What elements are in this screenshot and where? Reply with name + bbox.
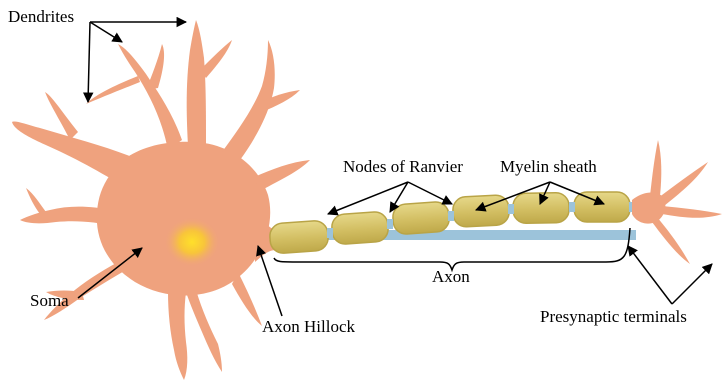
terminal-branch [652,216,690,264]
dendrite-5 [252,160,310,190]
myelin-segment [452,195,509,228]
hillock-arrow [258,246,282,316]
soma-label: Soma [30,291,69,310]
dendrite-2 [118,44,182,150]
dendrite-2c [86,76,140,104]
terminal-branch [662,206,722,218]
myelin-segment [513,193,570,224]
nodes-arrow [408,182,452,204]
myelin-segment [574,192,630,222]
presynaptic-terminals-label: Presynaptic terminals [540,307,687,326]
dendrite-9 [232,272,262,326]
dendrites-arrow [88,22,90,102]
dendrites-label: Dendrites [8,7,74,26]
dendrite-8b [186,290,222,372]
dendrite-6 [20,207,114,226]
myelin-segments [269,192,630,254]
nucleus [164,217,220,267]
nodes-of-ranvier-label: Nodes of Ranvier [343,157,463,176]
myelin-sheath-label: Myelin sheath [500,157,597,176]
axon-hillock-label: Axon Hillock [262,317,356,336]
axon-terminal [632,140,722,264]
node-of-ranvier [387,219,393,229]
terminal-branch [650,140,661,196]
terminal-branch [658,162,708,206]
myelin-segment [392,201,450,235]
dendrite-3b [200,40,232,78]
dendrite-8 [168,292,187,380]
node-of-ranvier [327,228,333,238]
terminals-arrow [672,264,712,304]
dendrite-6b [26,188,46,214]
myelin-segment [269,220,329,254]
dendrite-1 [12,121,150,190]
dendrite-3 [187,20,206,146]
node-of-ranvier [508,204,514,214]
node-of-ranvier [569,202,575,212]
terminals-arrow [628,246,672,304]
myelin-segment [331,211,389,245]
node-of-ranvier [448,211,454,221]
axon-label: Axon [432,267,470,286]
dendrites-arrow [90,22,122,42]
